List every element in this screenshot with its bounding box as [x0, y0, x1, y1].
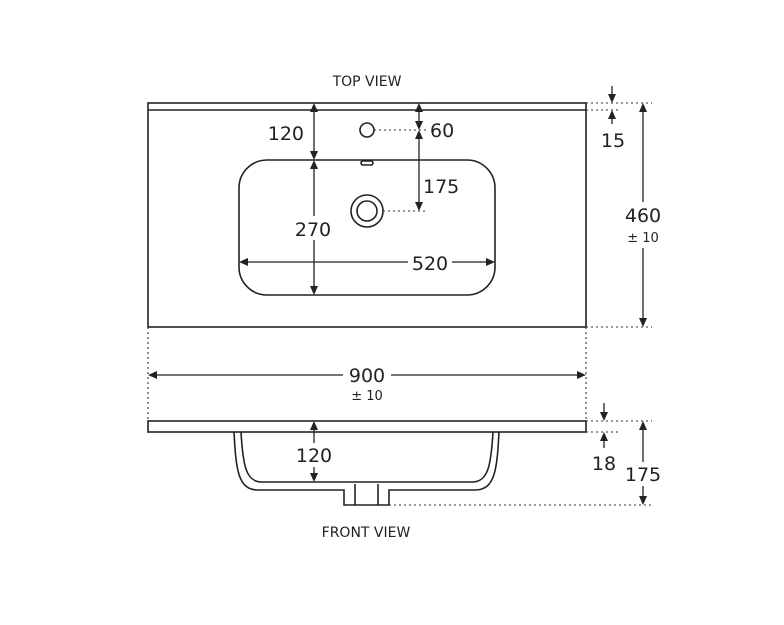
countertop-outline: [147, 102, 587, 328]
dim-460-label: 460: [625, 205, 661, 227]
dim-120-top: 120: [268, 103, 318, 160]
dim-900-label: 900: [349, 365, 385, 387]
dim-175-top: 175: [415, 130, 459, 211]
front-view-title: FRONT VIEW: [322, 525, 411, 541]
waste-inner: [356, 200, 378, 222]
dim-270: 270: [290, 160, 336, 295]
dim-175-label: 175: [423, 176, 459, 198]
front-countertop: [147, 420, 587, 433]
dim-18: 18: [592, 403, 616, 475]
dim-60: 60: [415, 103, 454, 142]
dim-900: 900 ± 10: [148, 362, 586, 404]
bowl-outline: [238, 159, 496, 296]
dim-120-front: 120: [291, 421, 337, 482]
top-view-outline: [147, 102, 587, 328]
dim-60-label: 60: [430, 120, 454, 142]
dim-120-front-label: 120: [296, 445, 332, 467]
overflow-slot: [360, 160, 374, 166]
front-bowl-outer: [233, 431, 500, 506]
front-bowl-inner: [240, 431, 494, 483]
dim-15: 15: [601, 86, 625, 152]
dim-520: 520: [239, 250, 495, 275]
dim-460-tolerance: ± 10: [627, 231, 659, 246]
dim-18-label: 18: [592, 453, 616, 475]
dim-270-label: 270: [295, 219, 331, 241]
waste-outer: [350, 194, 384, 228]
tap-hole: [359, 122, 375, 138]
dim-175-front-label: 175: [625, 464, 661, 486]
front-view-outline: [147, 420, 587, 506]
top-view-title: TOP VIEW: [332, 74, 402, 90]
dim-460: 460 ± 10: [620, 103, 666, 327]
dim-120-label: 120: [268, 123, 304, 145]
dim-520-label: 520: [412, 253, 448, 275]
dim-15-label: 15: [601, 130, 625, 152]
dim-900-tolerance: ± 10: [351, 389, 383, 404]
front-view-extension-lines: [389, 420, 652, 506]
dim-175-front: 175: [620, 421, 666, 505]
